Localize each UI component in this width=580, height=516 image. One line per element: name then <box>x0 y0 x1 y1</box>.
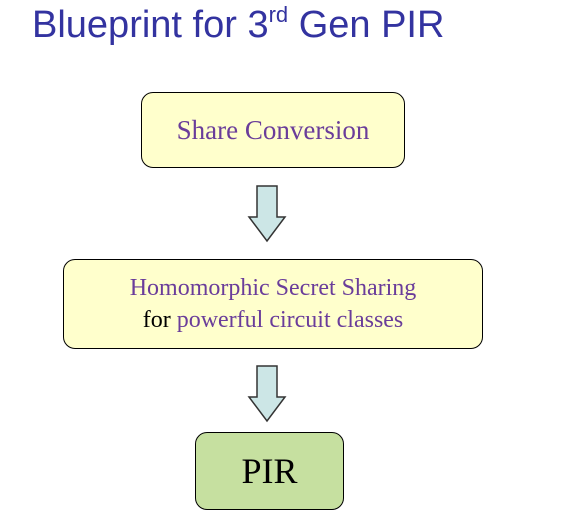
hss-line-2-prefix: for <box>142 307 177 333</box>
hss-line-2-emphasis: powerful circuit classes <box>176 307 404 333</box>
title-superscript: rd <box>268 2 289 27</box>
share-conversion-label: Share Conversion <box>176 114 370 145</box>
down-arrow-icon <box>247 185 287 243</box>
hss-line-2: for powerful circuit classes <box>143 304 404 336</box>
page-title: Blueprint for 3rd Gen PIR <box>32 2 444 48</box>
pir-label: PIR <box>241 451 298 491</box>
pir-box: PIR <box>195 432 344 510</box>
title-prefix: Blueprint for 3 <box>32 4 269 46</box>
homomorphic-secret-sharing-box: Homomorphic Secret Sharing for powerful … <box>63 259 483 349</box>
down-arrow-icon <box>247 365 287 423</box>
title-suffix: Gen PIR <box>288 4 445 46</box>
hss-line-1: Homomorphic Secret Sharing <box>129 275 417 301</box>
share-conversion-box: Share Conversion <box>141 92 405 168</box>
